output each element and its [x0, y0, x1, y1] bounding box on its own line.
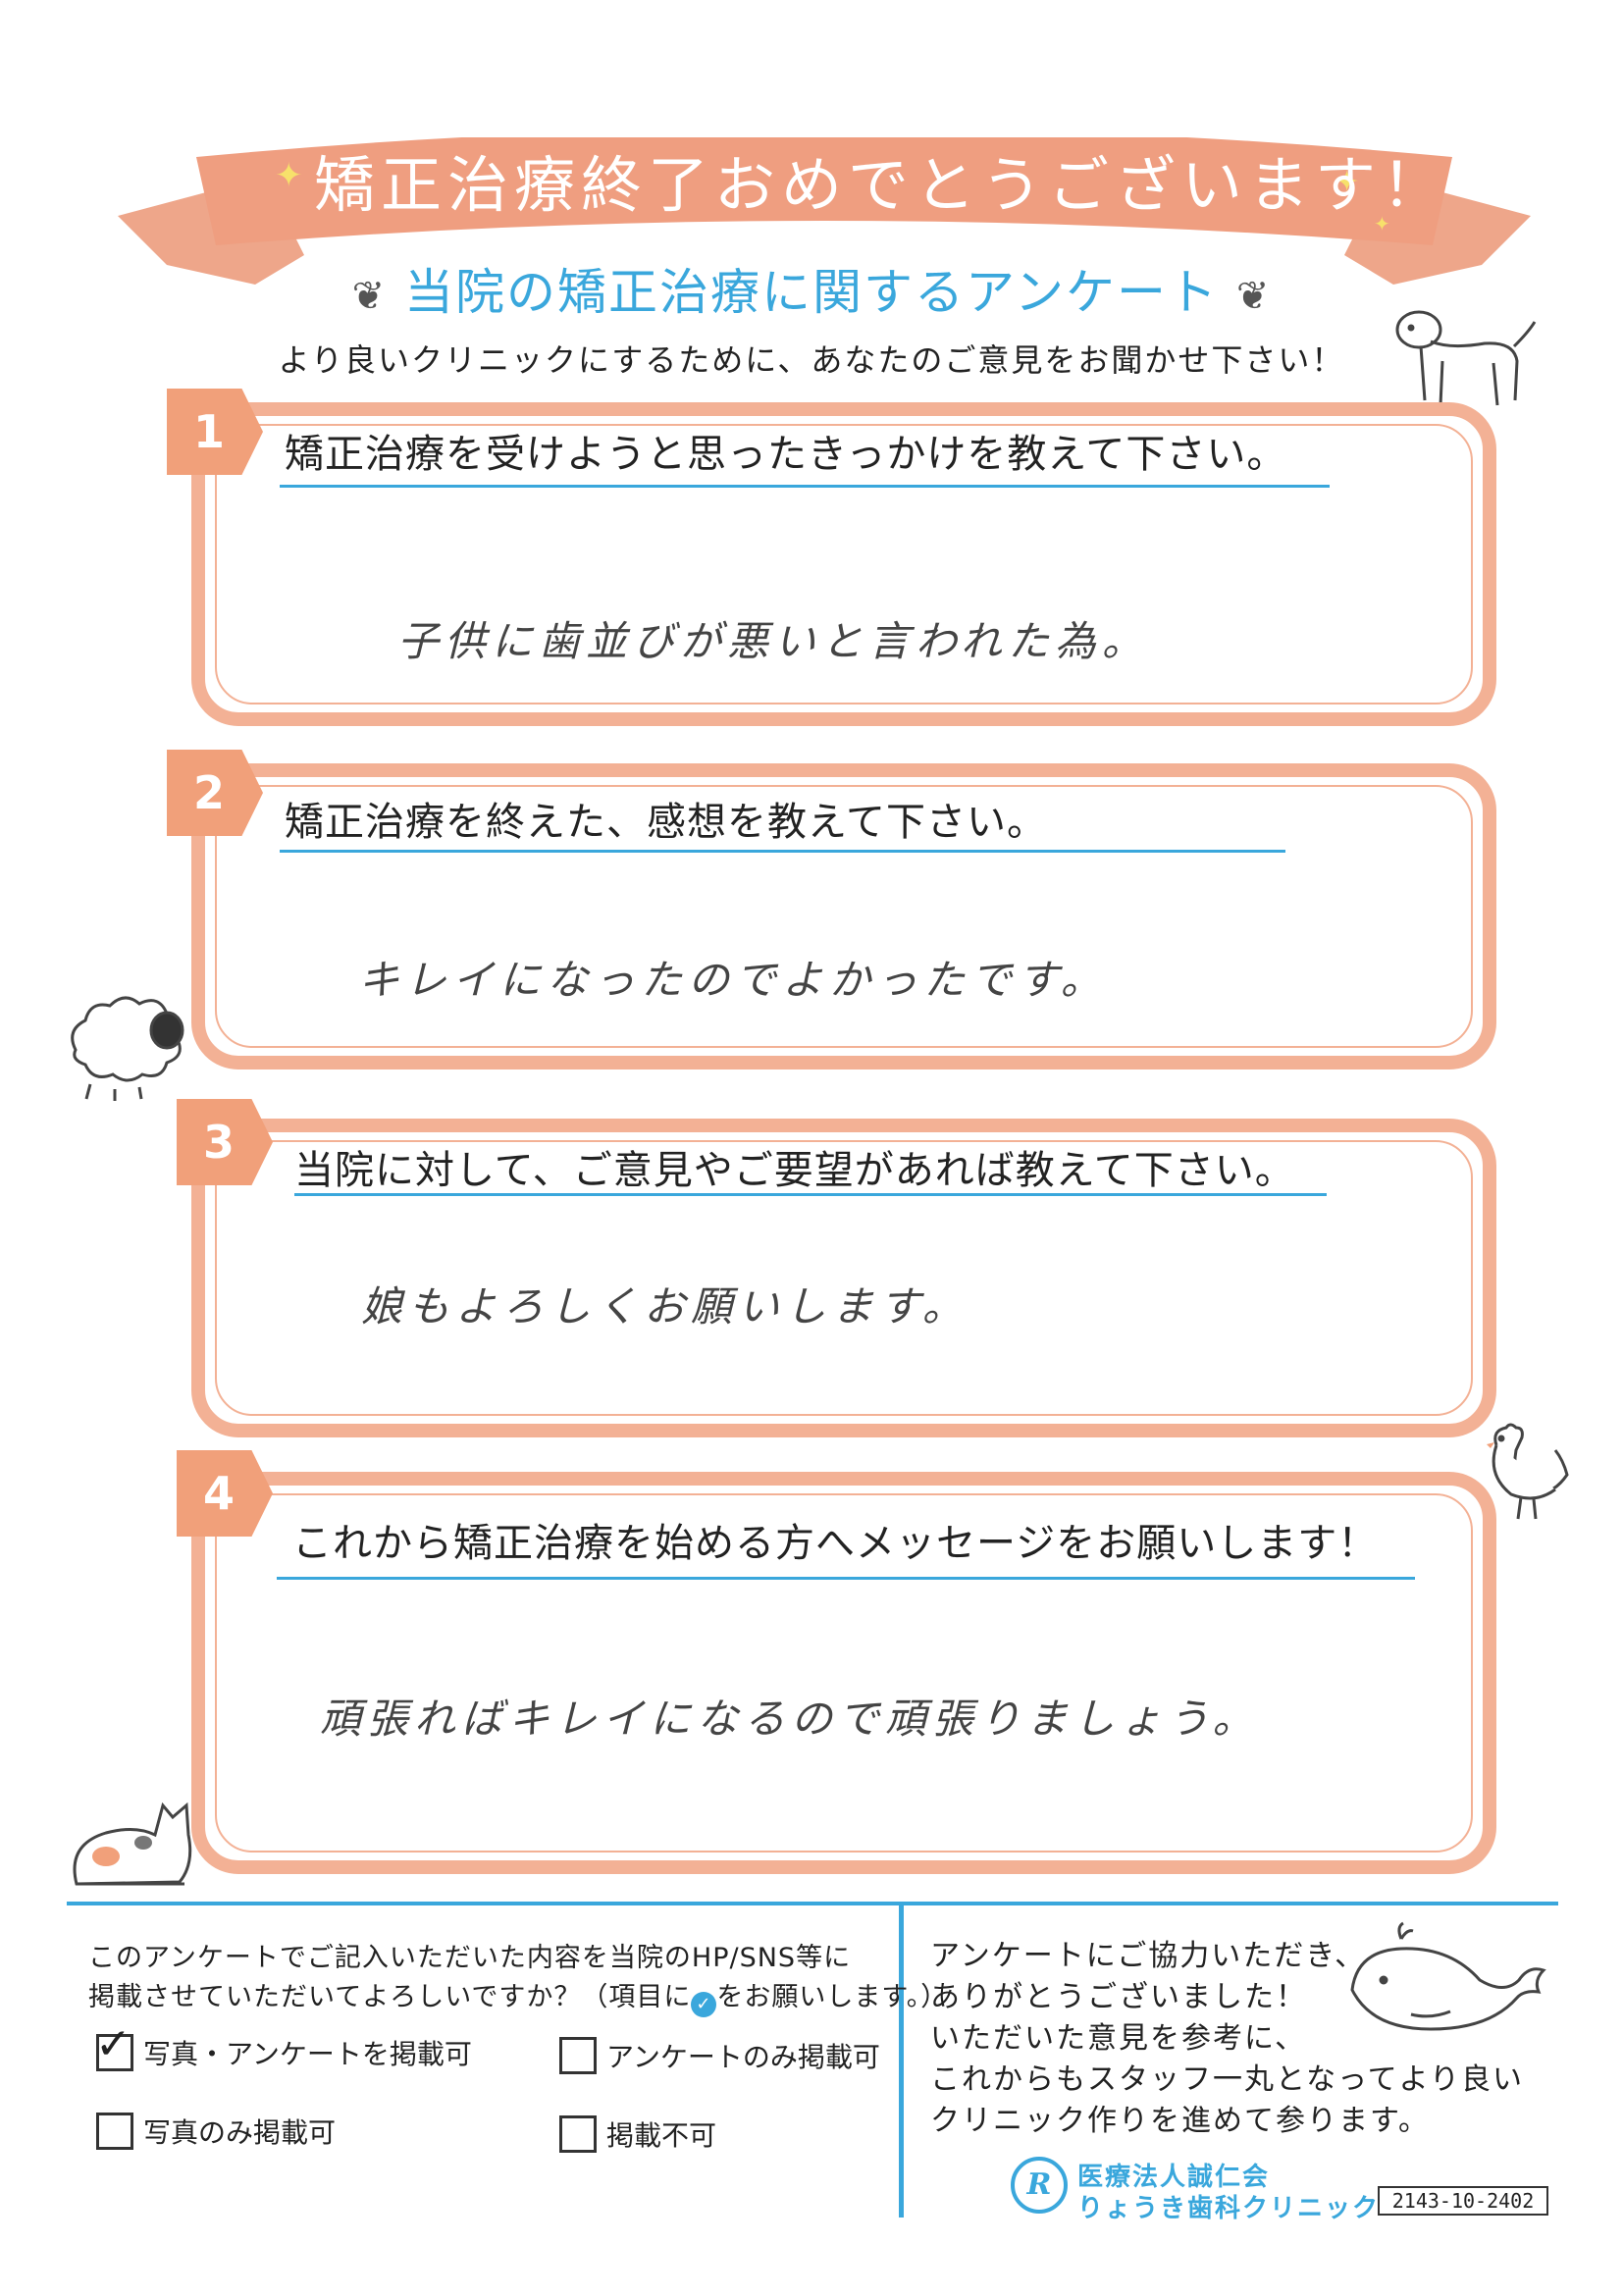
survey-title: ❦ 当院の矯正治療に関するアンケート ❦ [0, 253, 1623, 324]
checkbox-no-publish[interactable] [559, 2115, 597, 2153]
check-circle-icon: ✓ [691, 1992, 717, 2017]
question-box-4 [191, 1472, 1496, 1874]
cat-illustration [73, 1801, 192, 1886]
bottom-divider-vertical [899, 1905, 904, 2218]
survey-title-text: 当院の矯正治療に関するアンケート [404, 264, 1219, 321]
consent-question-line-2b: をお願いします。） [716, 1982, 949, 2012]
question-number-2: 2 [192, 766, 225, 819]
question-underline-1 [280, 485, 1330, 488]
survey-subtitle: より良いクリニックにするために、あなたのご意見をお聞かせ下さい！ [278, 341, 1345, 379]
question-box-3 [191, 1119, 1496, 1437]
banner-ribbon: ✦ ✦ ✦ [118, 137, 1531, 285]
dog-illustration [1395, 310, 1537, 406]
svg-text:✦: ✦ [275, 156, 303, 195]
question-number-badge-1 [167, 389, 263, 475]
thanks-line-5: クリニック作りを進めて参ります。 [930, 2104, 1430, 2138]
question-underline-3 [294, 1193, 1327, 1196]
answer-1[interactable]: 子供に歯並びが悪いと言われた為。 [397, 617, 1149, 665]
consent-question-line-2: 掲載させていただいてよろしいですか？（項目に✓をお願いします。） [88, 1975, 948, 2017]
chicken-illustration [1487, 1423, 1569, 1520]
laurel-left-icon: ❦ [351, 274, 388, 319]
check-mark-icon: ✓ [95, 2019, 131, 2069]
checkbox-photo-and-survey[interactable]: ✓ [95, 2023, 133, 2071]
svg-text:✦: ✦ [1335, 165, 1359, 199]
consent-question-line-2a: 掲載させていただいてよろしいですか？（項目に [88, 1982, 692, 2012]
answer-2[interactable]: キレイになったのでよかったです。 [358, 956, 1108, 1004]
option-survey-only[interactable]: アンケートのみ掲載可 [559, 2036, 880, 2075]
answer-4[interactable]: 頑張ればキレイになるので頑張りましょう。 [320, 1695, 1260, 1743]
option-label-no-publish: 掲載不可 [606, 2119, 717, 2152]
consent-question-line-1: このアンケートでご記入いただいた内容を当院のHP/SNS等に [88, 1943, 852, 1973]
whale-illustration [1350, 1921, 1546, 2031]
option-photo-only[interactable]: 写真のみ掲載可 [96, 2112, 336, 2151]
thanks-line-4: これからもスタッフ一丸となってより良い [930, 2062, 1524, 2097]
sheep-illustration [71, 996, 184, 1101]
question-number-badge-2 [167, 750, 263, 836]
svg-text:✦: ✦ [1374, 212, 1390, 235]
question-number-3: 3 [202, 1116, 235, 1169]
thanks-line-3: いただいた意見を参考に、 [930, 2021, 1307, 2056]
question-underline-2 [280, 850, 1285, 853]
checkbox-photo-only[interactable] [96, 2113, 133, 2150]
option-label-photo-and-survey: 写真・アンケートを掲載可 [143, 2038, 472, 2070]
thanks-line-2: ありがとうございました！ [930, 1980, 1307, 2014]
question-underline-4 [277, 1577, 1415, 1580]
question-text-1: 矯正治療を受けようと思ったきっかけを教えて下さい。 [285, 432, 1287, 477]
option-label-photo-only: 写真のみ掲載可 [143, 2116, 337, 2149]
clinic-corp-name: 医療法人誠仁会 [1077, 2163, 1271, 2192]
question-box-1 [191, 402, 1496, 726]
clinic-logo-icon: R [1011, 2157, 1068, 2214]
clinic-name: りょうき歯科クリニック [1077, 2194, 1381, 2223]
option-label-survey-only: アンケートのみ掲載可 [606, 2041, 880, 2073]
question-number-4: 4 [202, 1467, 235, 1520]
question-text-2: 矯正治療を終えた、感想を教えて下さい。 [285, 800, 1047, 845]
question-text-3: 当院に対して、ご意見やご要望があれば教えて下さい。 [294, 1148, 1295, 1193]
checkbox-survey-only[interactable] [559, 2037, 597, 2074]
question-number-badge-4 [177, 1450, 273, 1537]
question-number-badge-3 [177, 1099, 273, 1185]
option-no-publish[interactable]: 掲載不可 [559, 2114, 716, 2154]
bottom-divider-horizontal [67, 1902, 1558, 1905]
question-box-2 [191, 763, 1496, 1070]
option-photo-and-survey[interactable]: ✓ 写真・アンケートを掲載可 [95, 2023, 472, 2072]
question-number-1: 1 [192, 405, 225, 458]
laurel-right-icon: ❦ [1235, 274, 1272, 319]
document-code: 2143-10-2402 [1378, 2186, 1548, 2216]
question-text-4: これから矯正治療を始める方へメッセージをお願いします！ [292, 1521, 1379, 1566]
banner-title: 矯正治療終了おめでとうございます！ [314, 149, 1449, 221]
answer-3[interactable]: 娘もよろしくお願いします。 [361, 1282, 969, 1331]
thanks-line-1: アンケートにご協力いただき、 [930, 1939, 1367, 1973]
